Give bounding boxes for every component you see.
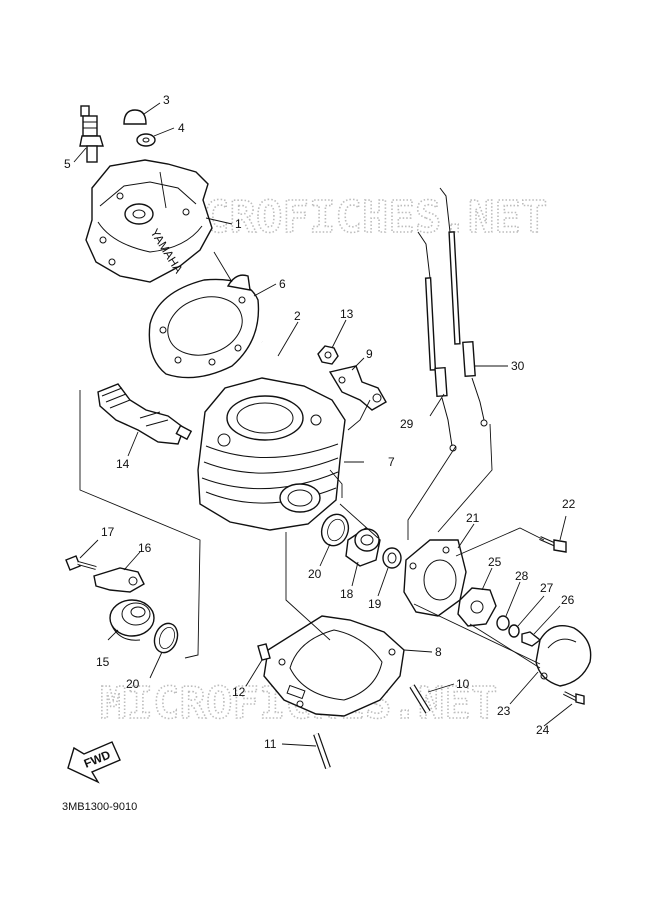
spark-plug [79,105,104,163]
callout-6: 6 [279,277,286,291]
callout-29: 29 [400,417,414,431]
o-ring-20-right [320,513,350,547]
bolt-17 [65,555,97,571]
watermark-top: MICROFICHES.NET [150,192,547,243]
washer-19 [382,547,402,569]
assembly-lines [79,171,545,669]
callout-14: 14 [116,457,130,471]
callout-23: 23 [497,704,511,718]
callout-numbers: 3 4 5 1 6 2 13 9 7 14 17 16 15 20 20 18 … [64,93,576,751]
callout-9: 9 [366,347,373,361]
cover-housing-21 [403,539,467,617]
callout-11: 11 [264,737,277,751]
cylinder-stud [260,341,284,389]
nut-26 [521,631,542,647]
callout-12: 12 [232,685,246,699]
washer-27 [508,624,520,638]
o-ring-20-left [153,622,179,654]
callout-4: 4 [178,121,185,135]
callout-27: 27 [540,581,554,595]
callout-30: 30 [511,359,525,373]
pulley-25 [457,587,497,627]
screw-24 [563,691,585,705]
housing-15 [109,599,155,641]
callout-20-right: 20 [308,567,322,581]
callout-2: 2 [294,309,301,323]
callout-17: 17 [101,525,115,539]
cylinder-block [197,377,346,531]
bracket-9 [328,365,387,411]
diagram-code: 3MB1300-9010 [62,801,137,813]
callout-16: 16 [138,541,152,555]
callout-3: 3 [163,93,170,107]
callout-7: 7 [388,455,395,469]
gasket-tab [226,274,251,291]
stud-11 [313,733,331,769]
callout-13: 13 [340,307,354,321]
fwd-arrow-icon: FWD [67,741,121,784]
callout-26: 26 [561,593,575,607]
stud-10 [409,684,431,714]
cable-30 [439,187,488,427]
bolt-22 [539,536,567,553]
callout-28: 28 [515,569,529,583]
head-gasket [148,278,260,379]
callout-8: 8 [435,645,442,659]
nut-13 [317,345,339,365]
washer [136,133,156,147]
cable-29 [417,231,457,452]
callout-20-left: 20 [126,677,140,691]
callout-5: 5 [64,157,71,171]
callout-10: 10 [456,677,470,691]
washer-28 [496,615,510,631]
callout-1: 1 [235,217,242,231]
holder-16 [93,567,145,593]
callout-18: 18 [340,587,354,601]
callout-15: 15 [96,655,110,669]
base-gasket [263,615,405,717]
cap-nut [123,109,147,125]
valve-actuator [97,383,193,445]
leader-lines [73,102,573,747]
cylinder-head: YAMAHA [85,159,213,283]
callout-25: 25 [488,555,502,569]
dowel-12 [257,643,271,661]
callout-22: 22 [562,497,576,511]
callout-19: 19 [368,597,382,611]
callout-21: 21 [466,511,480,525]
callout-24: 24 [536,723,550,737]
cover-23 [535,625,592,687]
sleeve-18 [345,527,381,567]
